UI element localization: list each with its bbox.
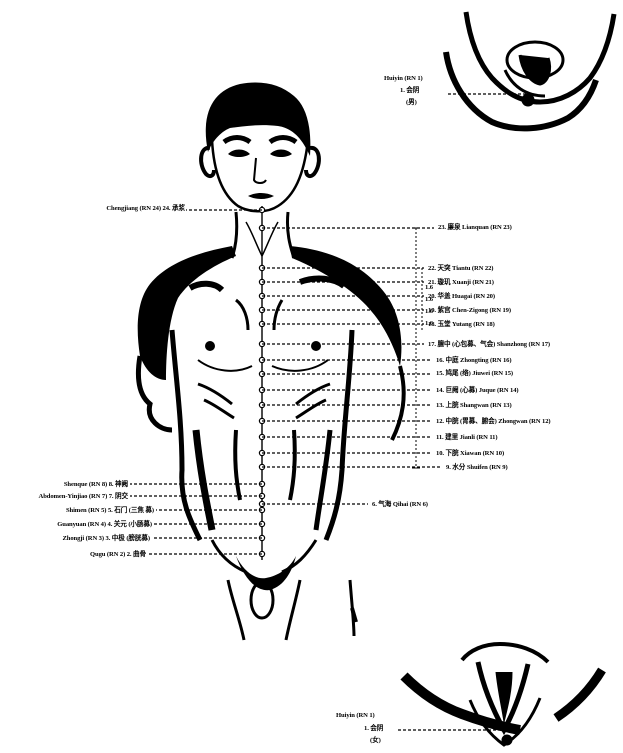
point-label-rn19: 19. 紫宫 Chen-Zigong (RN 19) — [428, 307, 511, 315]
torso — [138, 246, 404, 640]
point-label-rn3: Zhongji (RN 3) 3. 中极 (膀胱募) — [0, 535, 150, 543]
point-label-rn2: Qugu (RN 2) 2. 曲骨 — [0, 551, 146, 559]
huiyin-female-sex: (女) — [370, 737, 381, 745]
point-label-rn11: 11. 建里 Jianli (RN 11) — [436, 434, 497, 442]
point-label-rn12: 12. 中脘 (胃募、腑会) Zhongwan (RN 12) — [436, 418, 551, 426]
head — [201, 83, 319, 259]
huiyin-male-label-cn: 1. 会阴 — [400, 87, 419, 95]
huiyin-female-label-cn: 1. 会阴 — [364, 725, 383, 733]
point-label-rn15: 15. 鸠尾 (络) Jiuwei (RN 15) — [436, 370, 513, 378]
huiyin-male-sex: (男) — [406, 99, 417, 107]
point-label-rn9: 9. 水分 Shuifen (RN 9) — [446, 464, 508, 472]
point-label-rn10: 10. 下脘 Xiawan (RN 10) — [436, 450, 504, 458]
point-label-rn18: 18. 玉堂 Yutang (RN 18) — [428, 321, 495, 329]
point-label-rn5: Shimen (RN 5) 5. 石门 (三焦 募) — [0, 507, 154, 515]
point-label-rn7: Abdomen-Yinjiao (RN 7) 7. 阴交 — [0, 493, 128, 501]
measurement-bracket — [412, 228, 422, 468]
point-label-rn4: Guanyuan (RN 4) 4. 关元 (小肠募) — [0, 521, 152, 529]
male-perineum-inset — [446, 12, 614, 128]
point-label-rn20: 20. 华盖 Huagai (RN 20) — [428, 293, 495, 301]
point-label-rn16: 16. 中庭 Zhongting (RN 16) — [436, 357, 511, 365]
leader-lines — [130, 94, 528, 730]
point-label-rn14: 14. 巨阙 (心募) Juque (RN 14) — [436, 387, 519, 395]
huiyin-male-label-en: Huiyin (RN 1) — [384, 75, 423, 83]
point-label-rn8: Shenque (RN 8) 8. 神阙 — [10, 481, 128, 489]
point-label-rn6: 6. 气海 Qihai (RN 6) — [372, 501, 428, 509]
point-label-rn21: 21. 璇玑 Xuanji (RN 21) — [428, 279, 494, 287]
point-label-rn17: 17. 膻中 (心包募、气会) Shanzhong (RN 17) — [428, 341, 550, 349]
point-label-rn24: Chengjiang (RN 24) 24. 承浆 — [60, 205, 185, 213]
point-label-rn23: 23. 廉泉 Lianquan (RN 23) — [438, 224, 512, 232]
point-label-rn22: 22. 天突 Tiantu (RN 22) — [428, 265, 493, 273]
point-label-rn13: 13. 上脘 Shangwan (RN 13) — [436, 402, 512, 410]
huiyin-female-label-en: Huiyin (RN 1) — [336, 712, 375, 720]
